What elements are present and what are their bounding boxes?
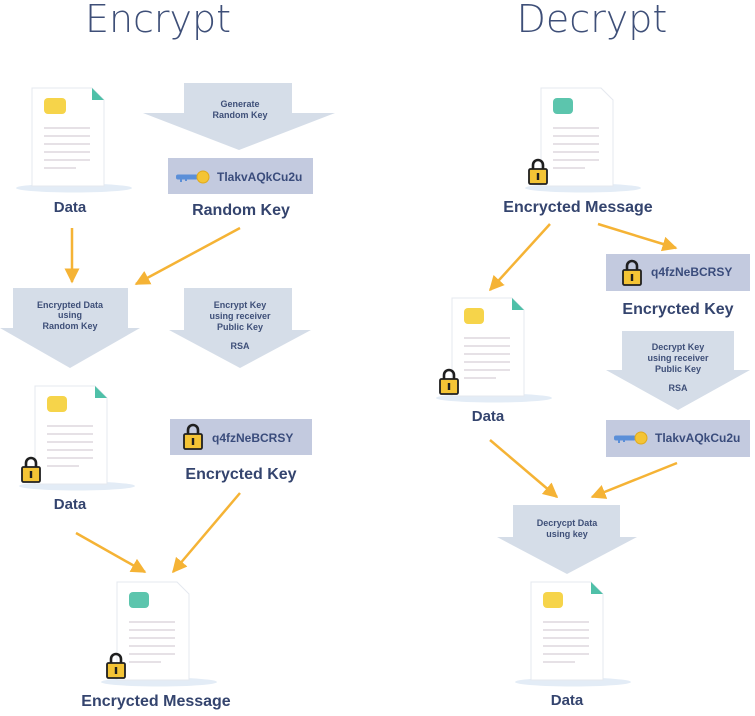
encrypt-key-block-arrow xyxy=(169,288,311,368)
encrypted-data-label: Data xyxy=(54,496,87,513)
decrypt-key-block-arrow xyxy=(606,331,750,410)
data-document-icon xyxy=(15,87,133,194)
encrypted-data-document-icon xyxy=(18,385,136,492)
arrow-data-to-decrypt xyxy=(489,439,559,498)
random-key-value: TlakvAQkCu2u xyxy=(217,170,302,184)
result-data-document-icon xyxy=(514,581,632,688)
encrypt-key-text-2: using receiver xyxy=(209,311,271,321)
generate-key-block-arrow xyxy=(143,83,335,150)
decrypt-title: Decrypt xyxy=(517,0,668,41)
arrow-key-to-message xyxy=(172,492,241,574)
arrow-message-to-data xyxy=(488,223,551,292)
decrypt-key-text: Decrypt Key xyxy=(652,342,705,352)
decrypt-data-block-arrow xyxy=(497,505,637,574)
decrypt-key-text-3: Public Key xyxy=(655,364,701,374)
encrypted-message-label: Encrycted Message xyxy=(81,693,231,710)
decrypt-data-label: Data xyxy=(472,408,505,425)
encrypt-data-label: Data xyxy=(54,199,87,216)
generate-key-text-2: Random Key xyxy=(212,110,267,120)
arrow-data-to-message xyxy=(75,531,147,574)
encrypt-data-text-3: Random Key xyxy=(42,321,97,331)
encrypt-key-text-3: Public Key xyxy=(217,322,263,332)
result-data-label: Data xyxy=(551,692,584,709)
encrypt-key-text: Encrypt Key xyxy=(214,300,267,310)
decrypt-encrypted-key-label: Encrycted Key xyxy=(622,301,733,318)
encrypt-title: Encrypt xyxy=(85,0,231,41)
decrypt-data-text: Decrycpt Data xyxy=(537,518,599,528)
encrypt-data-block-arrow xyxy=(0,288,140,368)
encrypt-key-rsa: RSA xyxy=(230,341,250,351)
decrypt-message-label: Encrycted Message xyxy=(503,199,653,216)
encrypt-data-text-2: using xyxy=(58,310,82,320)
encrypt-data-text: Encrypted Data xyxy=(37,300,104,310)
encrypted-key-label: Encrycted Key xyxy=(185,466,296,483)
arrow-key-to-decrypt xyxy=(590,461,678,499)
arrow-message-to-key xyxy=(597,222,678,252)
decrypt-data-text-2: using key xyxy=(546,529,588,539)
encrypted-message-document-icon xyxy=(100,581,218,688)
generate-key-text: Generate xyxy=(220,99,259,109)
encrypted-data-document-icon xyxy=(435,297,553,404)
random-key-label: Random Key xyxy=(192,202,290,219)
decrypt-key-text-2: using receiver xyxy=(647,353,709,363)
decrypt-encrypted-key-value: q4fzNeBCRSY xyxy=(651,265,732,279)
encrypted-key-value: q4fzNeBCRSY xyxy=(212,431,293,445)
arrow-key-to-encrypt xyxy=(134,226,241,286)
decrypt-random-key-value: TlakvAQkCu2u xyxy=(655,431,740,445)
decrypt-key-rsa: RSA xyxy=(668,383,688,393)
encrypted-message-document-icon xyxy=(524,87,642,194)
